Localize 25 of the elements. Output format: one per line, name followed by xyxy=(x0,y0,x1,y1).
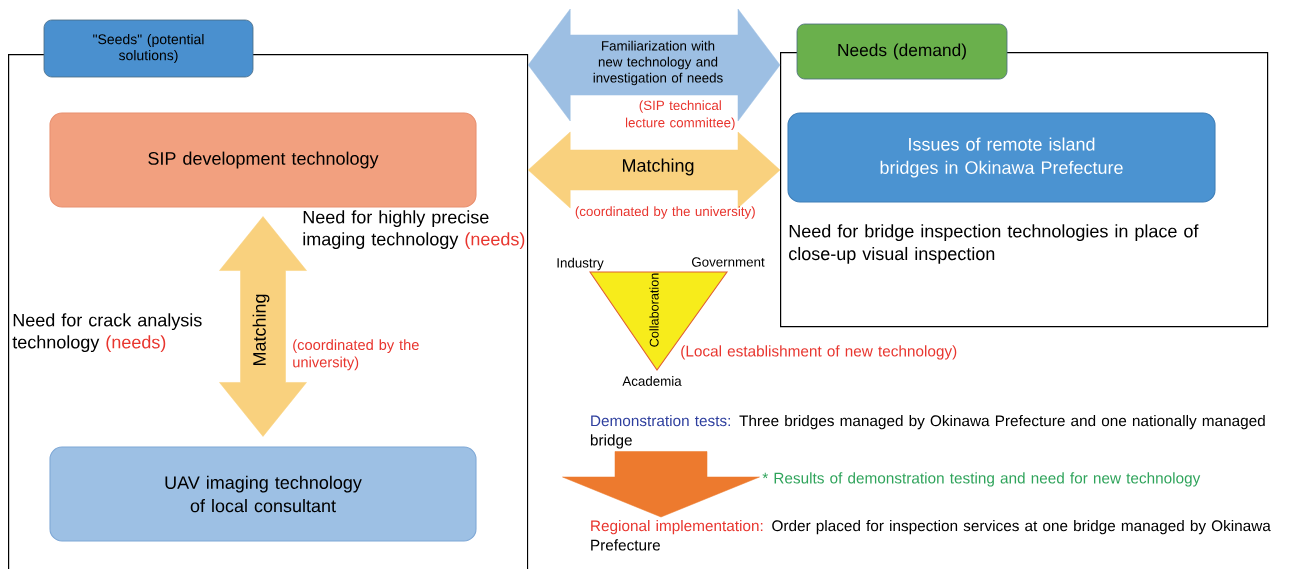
note-text: Need for crack analysis technology (needs) xyxy=(12,313,202,353)
block-arrow xyxy=(219,216,307,437)
corner-label: Academia xyxy=(622,376,682,386)
note-text: * Results of demonstration testing and need for new technology xyxy=(762,472,1201,487)
block-arrow xyxy=(527,131,781,209)
edge-label: Matching xyxy=(252,294,270,366)
header-tab: Needs (demand) xyxy=(796,23,1008,80)
header-tab: "Seeds" (potential solutions) xyxy=(43,19,254,78)
corner-label: Government xyxy=(692,257,765,267)
note-text: Need for highly precise imaging technology (needs) xyxy=(303,210,525,250)
corner-label: Industry xyxy=(557,257,604,271)
note-text: (SIP technical lecture committee) xyxy=(625,100,735,131)
block-arrow xyxy=(527,8,781,122)
note-text: (Local establishment of new technology) xyxy=(681,345,957,360)
issue-box: Issues of remote island bridges in Okinawa Prefecture xyxy=(787,112,1216,203)
process-box: UAV imaging technology of local consultant xyxy=(49,446,477,542)
note-text: (coordinated by the university) xyxy=(293,339,419,371)
edge-label: Matching xyxy=(622,158,694,176)
block-arrow xyxy=(562,451,760,518)
note-text: (coordinated by the university) xyxy=(575,206,755,219)
process-box: SIP development technology xyxy=(49,112,477,208)
edge-label: Familiarization with new technology and investigation of needs xyxy=(593,40,723,86)
description-text: Need for bridge inspection technologies in place of close-up visual inspection xyxy=(789,224,1199,264)
note-text: Demonstration tests: Three bridges managed by Okinawa Prefecture and one nationally managed bridge xyxy=(590,414,1265,449)
note-text: Regional implementation: Order placed for inspection services at one bridge managed by Okinawa Prefecture xyxy=(591,519,1271,551)
